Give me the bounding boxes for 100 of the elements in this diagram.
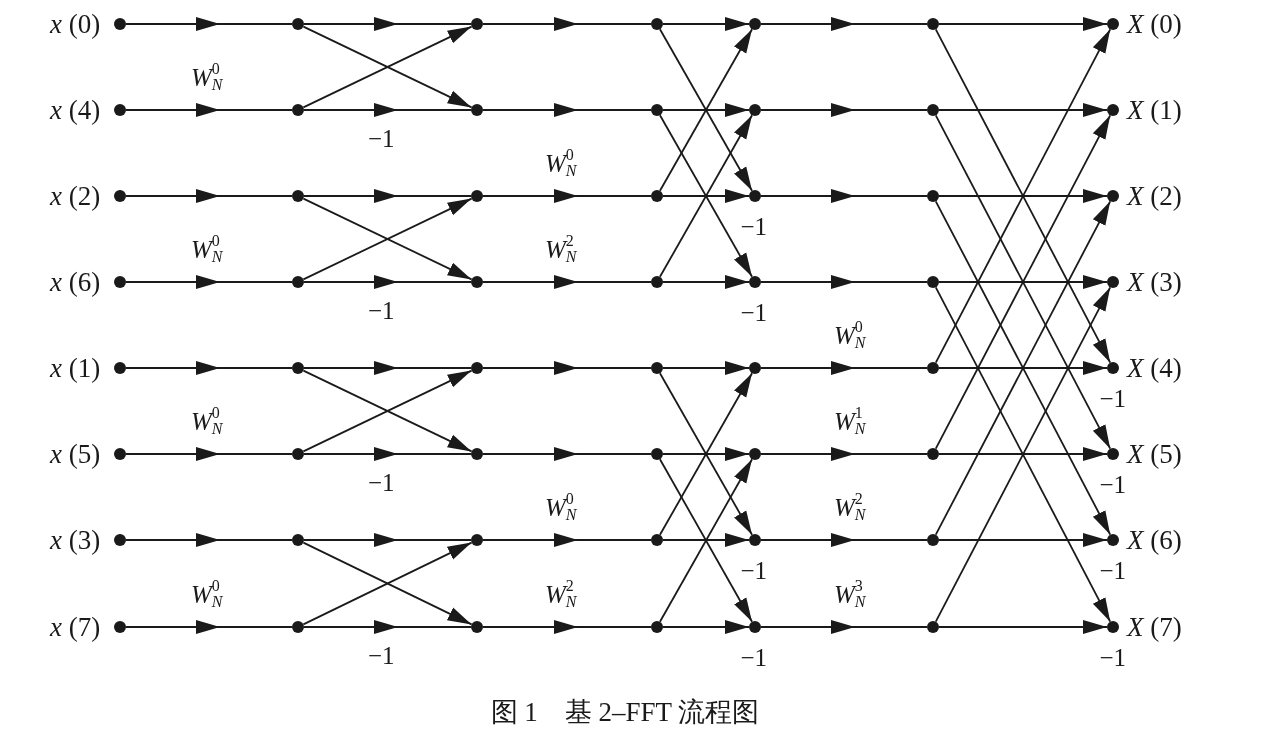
arrow: [303, 103, 472, 117]
arrow: [760, 17, 928, 31]
arrow: [760, 533, 928, 547]
junction-dot: [292, 448, 304, 460]
signal-label: x (5): [50, 438, 101, 470]
junction-dot: [471, 190, 483, 202]
edge-label: −1: [368, 124, 395, 154]
junction-dot: [651, 104, 663, 116]
crossing-arrows: [302, 541, 473, 626]
arrow: [303, 17, 472, 31]
junction-dot: [1107, 276, 1119, 288]
junction-dot: [651, 276, 663, 288]
crossing-arrows: [934, 200, 1112, 536]
arrow: [938, 103, 1108, 117]
junction-dot: [927, 448, 939, 460]
signal-label: X (7): [1127, 611, 1182, 643]
junction-dot: [114, 621, 126, 633]
junction-dot: [749, 534, 761, 546]
arrow: [125, 447, 293, 461]
junction-dot: [471, 18, 483, 30]
junction-dot: [927, 621, 939, 633]
junction-dot: [749, 621, 761, 633]
junction-dot: [927, 190, 939, 202]
arrow: [303, 533, 472, 547]
signal-label: x (4): [50, 94, 101, 126]
arrow: [482, 447, 652, 461]
arrow: [938, 533, 1108, 547]
junction-dot: [1107, 534, 1119, 546]
crossing-arrows: [302, 197, 473, 281]
signal-label: X (6): [1127, 524, 1182, 556]
arrow: [125, 361, 293, 375]
arrow: [938, 447, 1108, 461]
edge-label: −1: [1099, 556, 1127, 586]
edge-label: −1: [368, 296, 395, 326]
arrow: [662, 533, 750, 547]
arrow: [662, 189, 750, 203]
arrow: [938, 361, 1108, 375]
junction-dot: [927, 18, 939, 30]
junction-dot: [1107, 362, 1119, 374]
arrow: [938, 17, 1108, 31]
arrow: [125, 620, 293, 634]
junction-dot: [651, 362, 663, 374]
edge-label: −1: [368, 468, 395, 498]
junction-dot: [292, 276, 304, 288]
arrow: [303, 275, 472, 289]
signal-label: X (3): [1127, 266, 1182, 298]
arrow: [482, 361, 652, 375]
arrow: [482, 17, 652, 31]
junction-dot: [749, 276, 761, 288]
junction-dot: [292, 18, 304, 30]
junction-dot: [471, 621, 483, 633]
junction-dot: [651, 621, 663, 633]
arrow: [303, 447, 472, 461]
signal-label: X (0): [1127, 8, 1182, 40]
edge-label: −1: [740, 556, 768, 586]
crossing-arrows: [934, 28, 1112, 364]
edge-label: −1: [1099, 470, 1127, 500]
arrow: [760, 189, 928, 203]
junction-dot: [651, 190, 663, 202]
junction-dot: [114, 18, 126, 30]
junction-dot: [114, 534, 126, 546]
signal-label: x (2): [50, 180, 101, 212]
arrow: [662, 361, 750, 375]
junction-dot: [1107, 448, 1119, 460]
crossing-arrows: [659, 28, 753, 192]
signal-label: X (2): [1127, 180, 1182, 212]
arrow: [482, 189, 652, 203]
crossing-arrows: [659, 372, 753, 536]
signal-label: X (5): [1127, 438, 1182, 470]
arrow: [760, 620, 928, 634]
signal-label: x (0): [50, 8, 101, 40]
arrow: [938, 275, 1108, 289]
junction-dot: [749, 448, 761, 460]
arrow: [303, 620, 472, 634]
edge-label: −1: [740, 298, 768, 328]
arrow: [125, 17, 293, 31]
junction-dot: [749, 104, 761, 116]
arrow: [760, 361, 928, 375]
arrow: [662, 447, 750, 461]
arrow: [662, 275, 750, 289]
arrow: [760, 275, 928, 289]
arrow: [125, 189, 293, 203]
edge-label: −1: [1099, 384, 1127, 414]
arrow: [125, 275, 293, 289]
junction-dot: [292, 534, 304, 546]
junction-dot: [1107, 621, 1119, 633]
junction-dot: [927, 362, 939, 374]
junction-dot: [292, 190, 304, 202]
signal-label: x (6): [50, 266, 101, 298]
arrow: [938, 620, 1108, 634]
junction-dot: [1107, 18, 1119, 30]
junction-dot: [927, 276, 939, 288]
junction-dot: [471, 362, 483, 374]
junction-dot: [114, 448, 126, 460]
arrow: [760, 447, 928, 461]
arrow: [482, 275, 652, 289]
junction-dot: [651, 18, 663, 30]
crossing-arrows: [934, 286, 1112, 623]
junction-dot: [114, 276, 126, 288]
arrow: [125, 533, 293, 547]
